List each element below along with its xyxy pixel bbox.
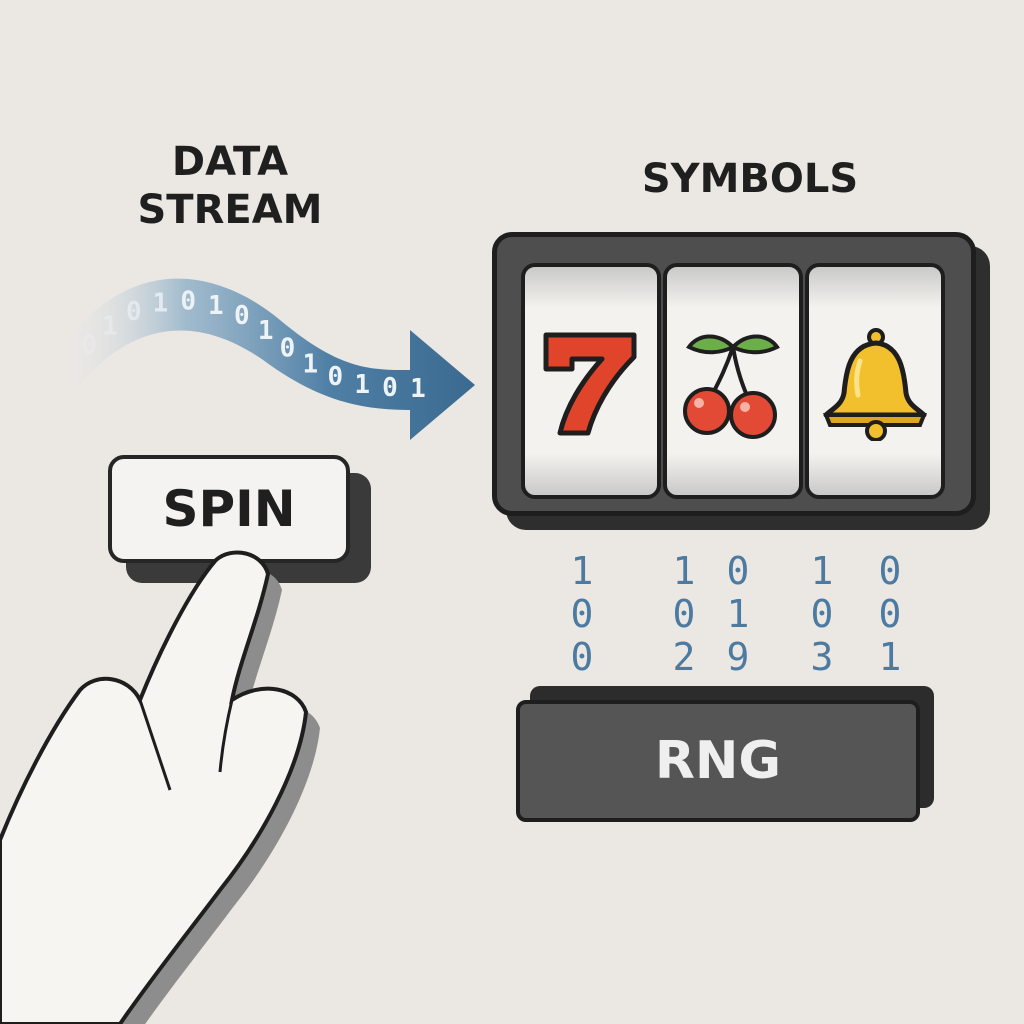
digit: 0 (570, 635, 594, 679)
digit: 1 (810, 549, 834, 593)
digit: 2 (672, 635, 696, 679)
data-stream-bit: 1 (258, 316, 274, 346)
slot-machine (492, 232, 990, 530)
data-stream-title: DATA STREAM (120, 138, 340, 234)
symbols-title: SYMBOLS (641, 156, 859, 202)
digit: 0 (726, 549, 750, 593)
pointing-hand-icon (0, 550, 320, 1024)
digit: 3 (810, 635, 834, 679)
digit: 9 (726, 635, 750, 679)
rng-block: RNG (516, 686, 936, 826)
rng-label-box: RNG (516, 700, 920, 822)
random-digit-column-3: 0 1 9 (718, 550, 758, 679)
reel-2 (663, 263, 803, 499)
data-stream-bit: 0 (382, 373, 398, 403)
hand-finger-line (138, 699, 172, 791)
random-digit-column-5: 0 0 1 (870, 550, 910, 679)
random-digit-column-4: 1 0 3 (802, 550, 842, 679)
digit: 0 (878, 549, 902, 593)
digit: 0 (878, 592, 902, 636)
data-stream-bit: 0 (280, 333, 296, 363)
data-stream-bit: 1 (354, 370, 370, 400)
data-stream-bit: 0 (234, 301, 250, 331)
digit: 1 (878, 635, 902, 679)
cherry-icon (683, 334, 780, 439)
digit: 1 (570, 549, 594, 593)
data-stream-title-line2: STREAM (137, 187, 323, 233)
bell-icon (823, 328, 927, 441)
digit: 0 (570, 592, 594, 636)
spin-button[interactable]: SPIN (108, 455, 350, 563)
data-stream-bit: 1 (153, 288, 169, 318)
data-stream-bit: 0 (81, 330, 97, 360)
data-stream-bit: 1 (302, 350, 318, 380)
digit: 1 (726, 592, 750, 636)
data-stream-bit: 1 (410, 374, 426, 404)
data-stream-title-line1: DATA (171, 139, 289, 185)
random-digit-column-2: 1 0 2 (664, 550, 704, 679)
data-stream-bit: 1 (102, 312, 118, 342)
data-stream-bit: 0 (327, 362, 343, 392)
digit: 0 (810, 592, 834, 636)
hand-outline (0, 550, 309, 1024)
digit: 1 (672, 549, 696, 593)
reel-3 (805, 263, 945, 499)
hand-thumb-line (218, 699, 234, 773)
data-stream-bit: 1 (208, 291, 224, 321)
slot-machine-frame (492, 232, 976, 516)
seven-icon (543, 332, 637, 436)
reel-1 (521, 263, 661, 499)
random-digit-column-1: 1 0 0 (562, 550, 602, 679)
arrow-body (60, 278, 475, 440)
data-stream-bit: 0 (180, 286, 196, 316)
data-stream-bit: 0 (126, 297, 142, 327)
spin-button-container: SPIN (108, 455, 373, 585)
digit: 0 (672, 592, 696, 636)
